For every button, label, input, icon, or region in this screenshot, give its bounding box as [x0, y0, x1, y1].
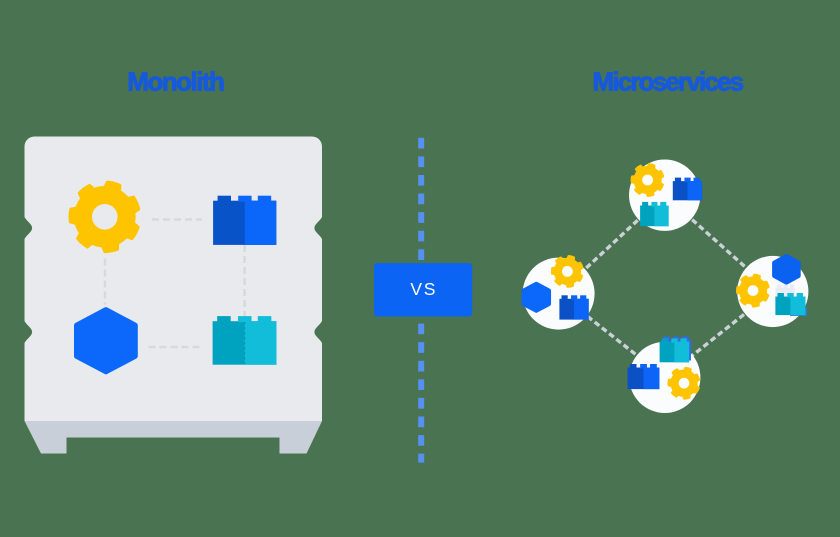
svg-text:Monolith: Monolith: [127, 67, 224, 97]
svg-text:Microservices: Microservices: [593, 67, 744, 97]
svg-text:VS: VS: [410, 279, 437, 299]
